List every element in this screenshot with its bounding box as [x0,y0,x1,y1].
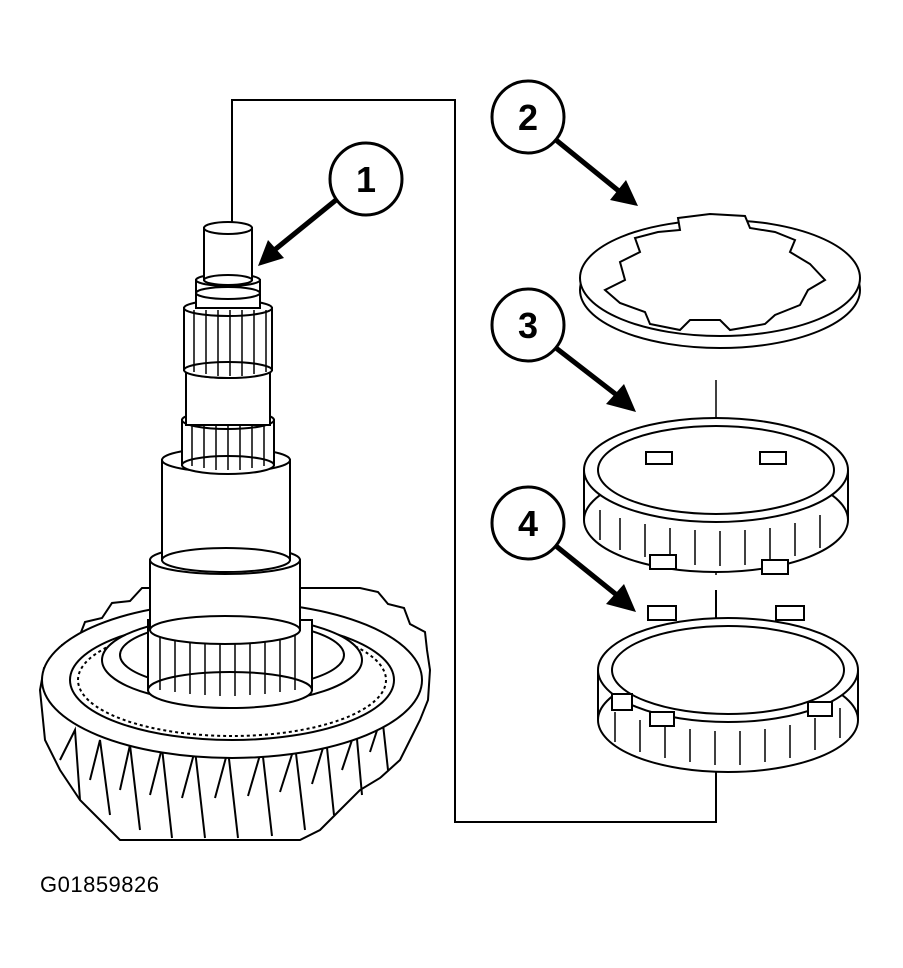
callout-2-arrowhead [610,180,638,206]
synchro-ring-lower [597,605,859,773]
figure-id-code: G01859826 [40,872,160,897]
mainshaft [147,221,313,709]
callout-1-label: 1 [356,159,376,200]
callout-3: 3 [490,287,636,412]
callout-1-arrowhead [258,240,284,266]
clutch-ring [579,212,861,349]
callout-4-label: 4 [518,503,538,544]
callout-4-arrowhead [606,584,636,612]
assembly-bracket-line [231,99,717,823]
callout-4: 4 [490,485,636,612]
callout-3-label: 3 [518,305,538,346]
callout-3-arrowhead [606,384,636,412]
synchro-ring-upper [583,417,849,575]
callout-2-label: 2 [518,97,538,138]
callout-1: 1 [258,141,404,266]
callout-2: 2 [490,79,638,206]
